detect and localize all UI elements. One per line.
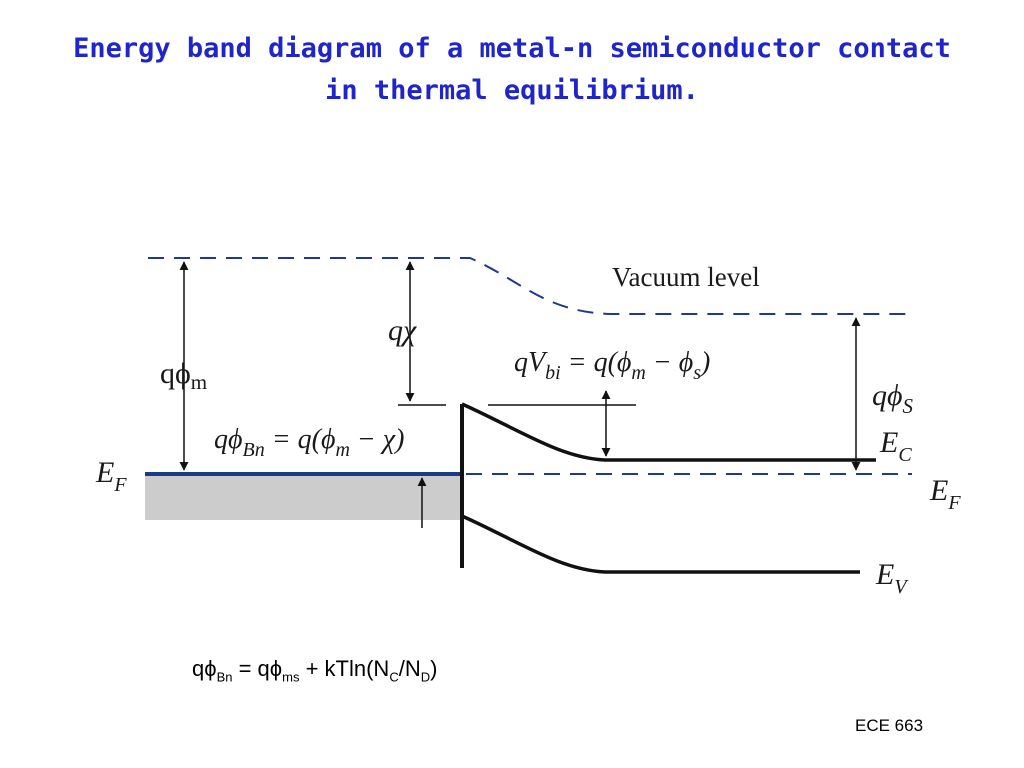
title-line-1: Energy band diagram of a metal-n semicon… xyxy=(73,33,951,64)
vacuum-level-line xyxy=(148,257,910,315)
q-chi-label: qχ xyxy=(388,314,417,347)
ef-semiconductor-label: EF xyxy=(929,474,961,514)
course-footer: ECE 663 xyxy=(855,716,924,735)
slide-title: Energy band diagram of a metal-n semicon… xyxy=(0,28,1024,112)
metal-filled-states xyxy=(145,474,462,520)
valence-band-edge xyxy=(461,514,860,574)
conduction-band-edge xyxy=(461,402,876,462)
q-phi-s-label: qϕS xyxy=(872,379,914,418)
title-line-2: in thermal equilibrium. xyxy=(325,75,699,106)
ec-label: EC xyxy=(879,426,912,466)
ev-label: EV xyxy=(875,558,909,598)
q-phi-m-label: qϕm xyxy=(160,357,207,394)
q-vbi-label: qVbi = q(ϕm − ϕs) xyxy=(514,347,710,384)
q-phi-bn-label: qϕBn = q(ϕm − χ) xyxy=(214,424,404,461)
vacuum-level-label: Vacuum level xyxy=(612,262,760,292)
ef-metal-label: EF xyxy=(95,456,127,496)
barrier-height-formula: qϕBn = qϕms + kTln(NC/ND) xyxy=(192,656,438,685)
